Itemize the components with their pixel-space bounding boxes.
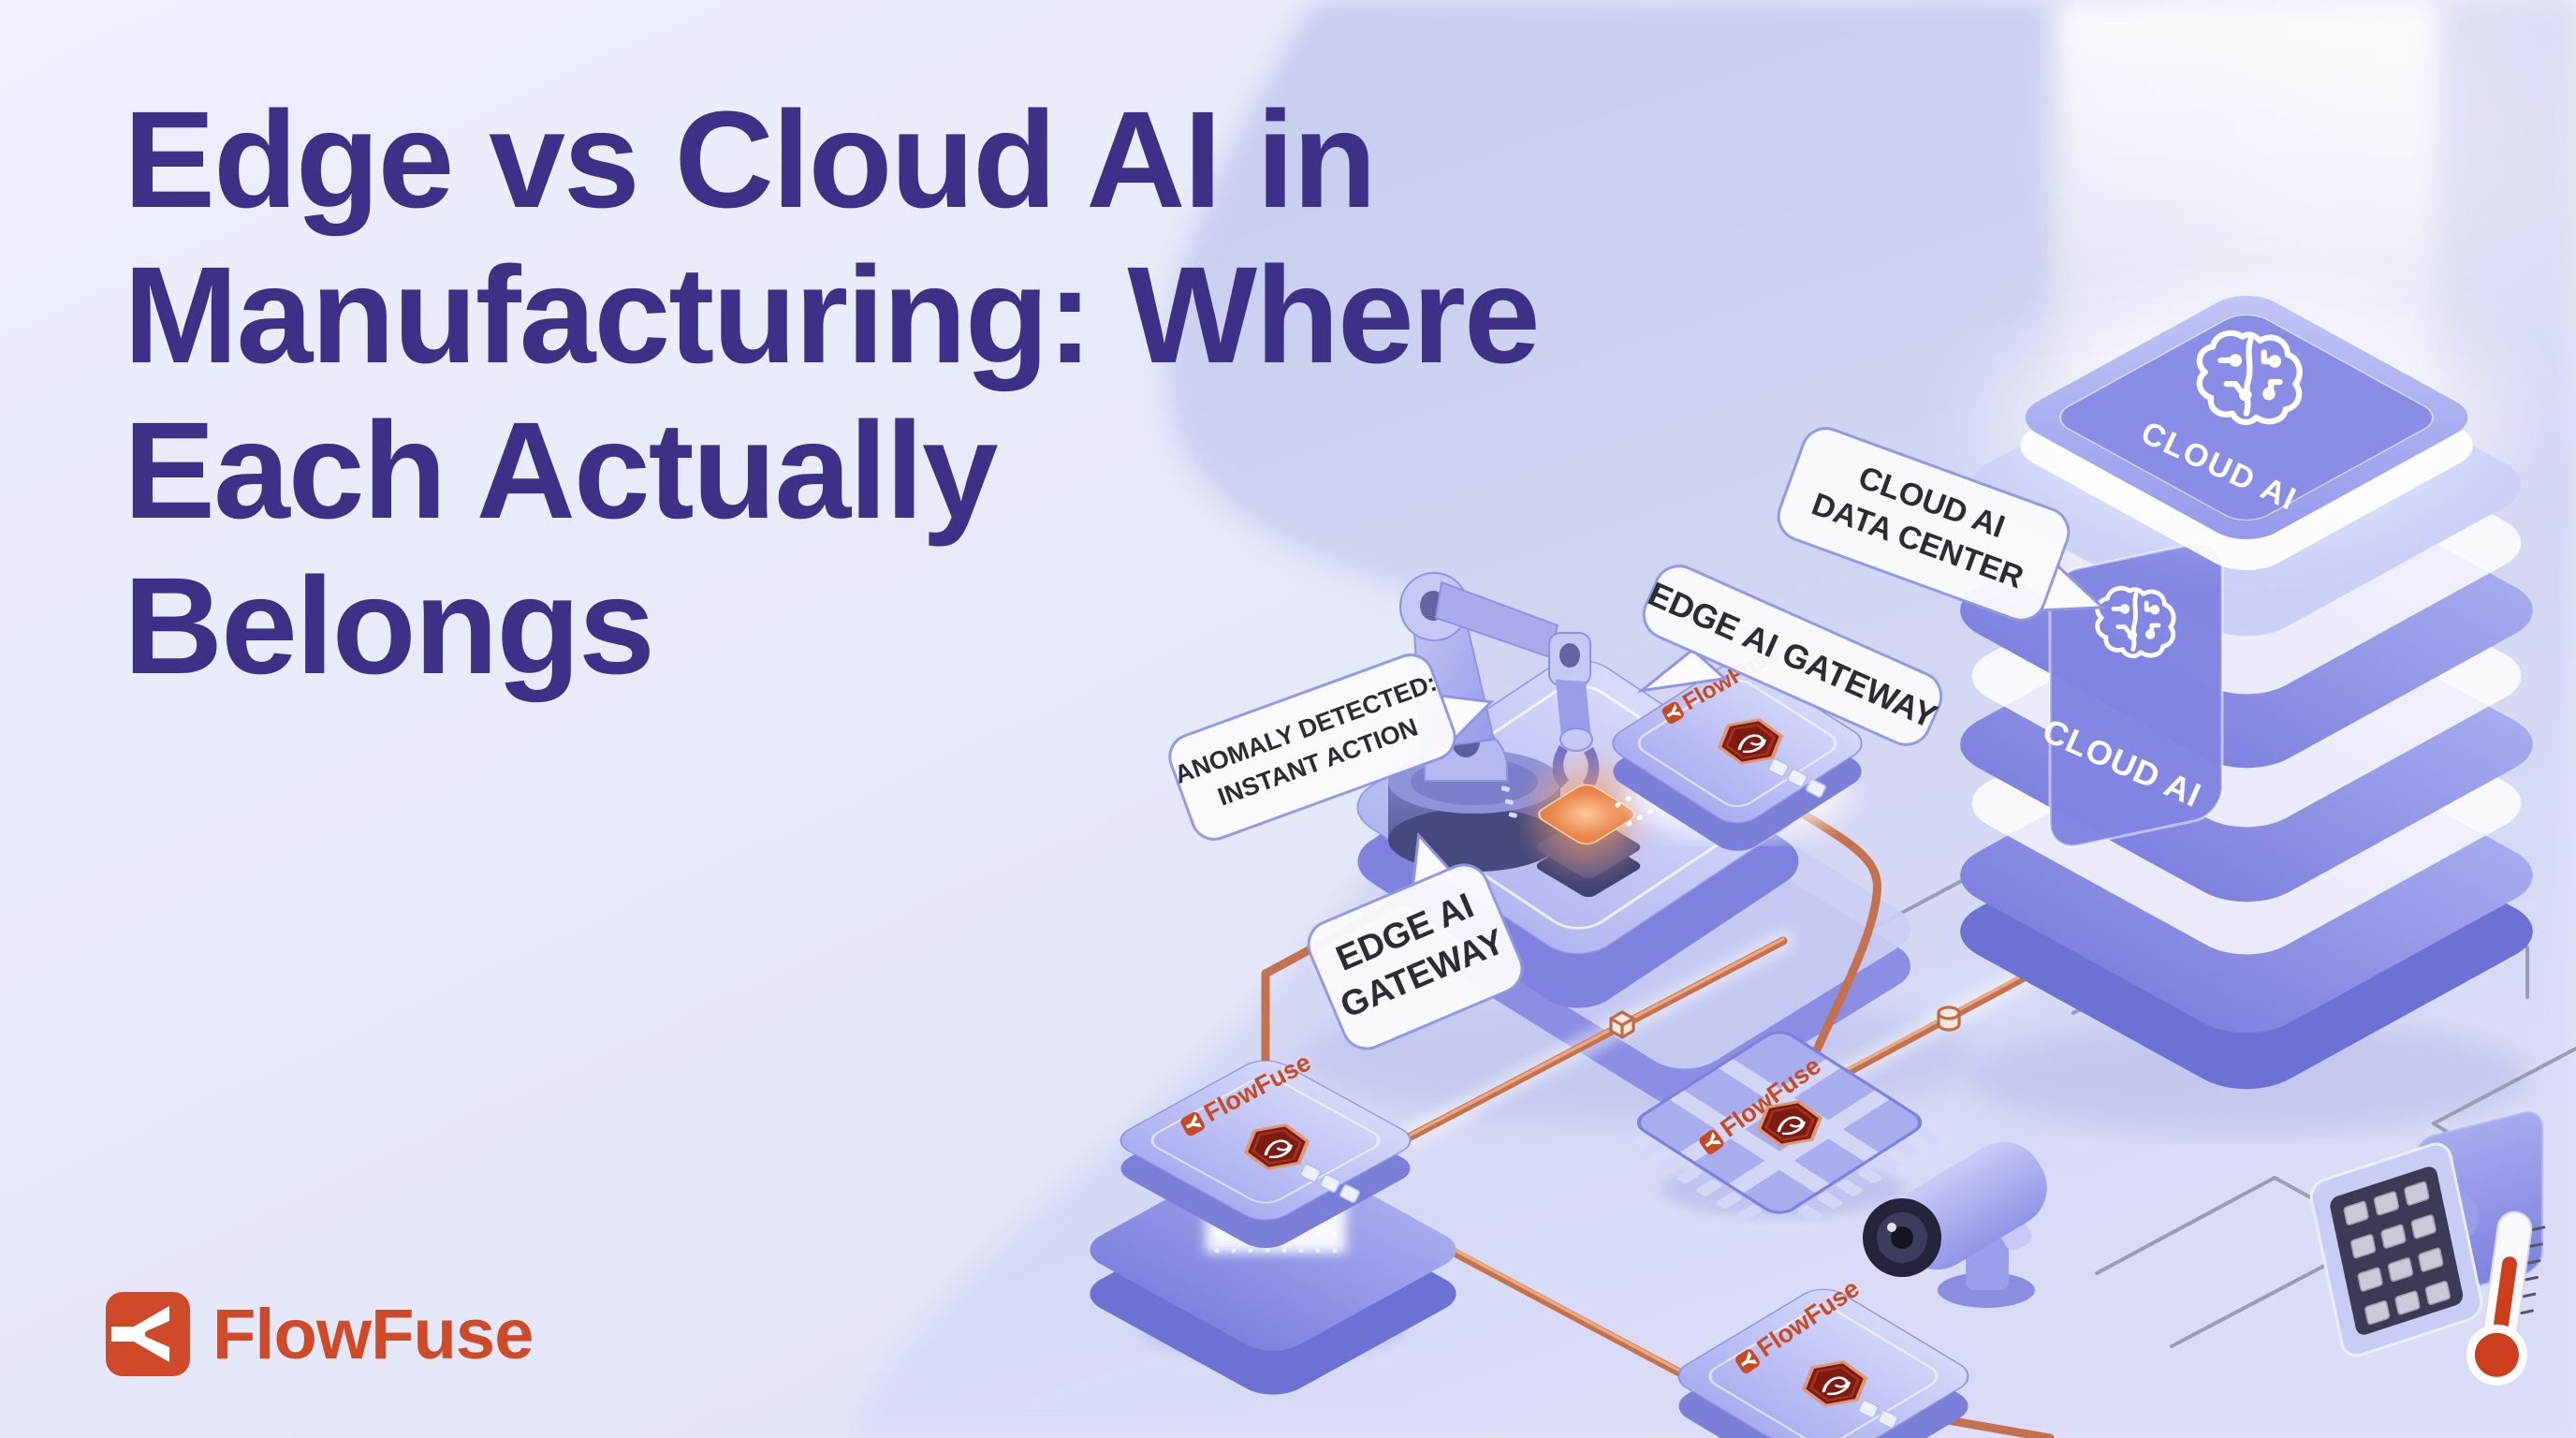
title-line: Manufacturing: Where	[124, 239, 1541, 392]
flowfuse-logo-wordmark: FlowFuse	[212, 1294, 534, 1374]
edge-cpu-chip	[1617, 1031, 1942, 1222]
label-anomaly-detected: ANOMALY DETECTED: INSTANT ACTION	[1168, 653, 1495, 841]
cloud-ai-top-tile: CLOUD AI	[1966, 281, 2527, 570]
edge-gateway-tower	[1090, 1048, 1456, 1395]
edge-gateway-chip-bottom	[1677, 1273, 1969, 1438]
label-edge-ai-gateway-left: EDGE AI GATEWAY	[1307, 831, 1524, 1050]
cloud-ai-badge: CLOUD AI	[2037, 541, 2224, 848]
keypad-device	[2309, 1111, 2543, 1357]
page-title: Edge vs Cloud AI in Manufacturing: Where…	[124, 82, 1541, 704]
cloud-ai-stack: CLOUD AI CLOUD AI	[1960, 281, 2533, 1090]
thermometer	[2466, 1211, 2546, 1386]
label-cloud-ai-data-center: CLOUD AI DATA CENTER	[1777, 427, 2106, 622]
title-line: Each Actually	[124, 394, 999, 548]
camera-device	[1863, 1141, 2047, 1308]
flowfuse-logo: FlowFuse	[106, 1292, 534, 1376]
edge-gateway-chip-platform	[1612, 640, 1863, 851]
title-line: Edge vs Cloud AI in	[124, 83, 1377, 237]
flowfuse-logo-icon	[106, 1292, 190, 1376]
title-line: Belongs	[124, 550, 655, 703]
